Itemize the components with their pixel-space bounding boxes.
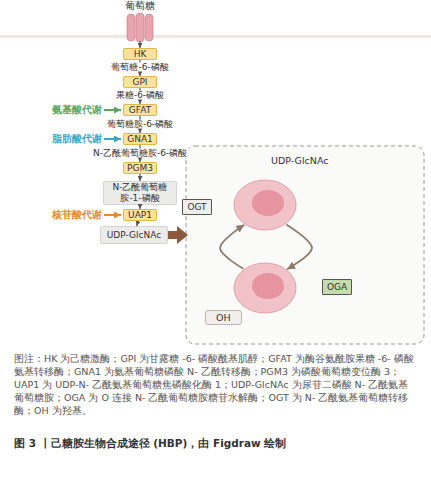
enzyme-box: GPI xyxy=(123,76,157,88)
transfer-arrow xyxy=(168,226,188,244)
transporter-subunit xyxy=(136,13,144,42)
cell-outline xyxy=(233,262,297,314)
enzyme-box: PGM3 xyxy=(123,162,157,174)
pathway-arrow xyxy=(137,221,139,226)
node-label: HK xyxy=(134,49,147,60)
metabolite-label: N-乙酰葡萄糖胺-6-磷酸 xyxy=(91,148,189,157)
node-label: UDP-GlcNAc xyxy=(105,230,163,241)
cell-body xyxy=(234,263,296,313)
node-heading: OH xyxy=(205,310,242,325)
cell-nucleus xyxy=(252,190,284,216)
input-arrow xyxy=(104,109,121,111)
input-arrow xyxy=(104,138,121,140)
node-label: GPI xyxy=(132,77,147,88)
node-label: OGA xyxy=(327,282,347,293)
enzyme-box: OGT xyxy=(182,199,212,215)
dashed-region xyxy=(186,146,424,344)
cycle-arrow xyxy=(220,225,244,269)
cell-body xyxy=(234,180,296,230)
metabolite-label: 葡萄糖胺-6-磷酸 xyxy=(105,119,175,128)
pathway-arrow xyxy=(139,174,140,181)
enzyme-box: GNA1 xyxy=(123,133,157,145)
pathway-input-label: 核苷酸代谢 xyxy=(44,209,102,221)
cell-outline xyxy=(233,179,297,231)
metabolite-label: 果糖-6-磷酸 xyxy=(114,91,166,100)
uptake-arrow xyxy=(139,41,140,48)
node-heading: UDP-GlcNAc xyxy=(271,155,328,166)
node-label: GFAT xyxy=(129,105,151,116)
metabolite-box: N-乙酰葡萄糖 胺-1-磷酸 xyxy=(103,181,177,205)
input-arrow xyxy=(104,214,121,216)
pathway-input-label: 脂肪酸代谢 xyxy=(44,133,102,145)
metabolite-box: UDP-GlcNAc xyxy=(100,226,168,244)
pathway-input-label: 氨基酸代谢 xyxy=(44,104,102,116)
cell-shape: UDP-GlcNAc xyxy=(233,179,297,231)
enzyme-box: OGA xyxy=(322,279,352,295)
cell-shape: OH xyxy=(233,262,297,314)
node-label: OGT xyxy=(187,202,206,213)
metabolite-label: 葡萄糖 xyxy=(112,0,168,12)
node-label: N-乙酰葡萄糖 胺-1-磷酸 xyxy=(104,182,176,204)
enzyme-box: GFAT xyxy=(123,104,157,116)
figure-caption: 图 3 丨己糖胺生物合成途径 (HBP)，由 Figdraw 绘制 xyxy=(14,436,418,450)
node-label: UAP1 xyxy=(128,210,152,221)
figure-note: 图注：HK 为己糖激酶；GPI 为甘露糖 -6- 磷酸酰基肌醇；GFAT 为酶谷… xyxy=(14,352,418,417)
node-label: PGM3 xyxy=(127,163,153,174)
cell-nucleus xyxy=(252,273,284,299)
enzyme-box: UAP1 xyxy=(123,209,157,221)
cell-membrane xyxy=(0,35,431,38)
transporter-subunit xyxy=(145,14,153,41)
transporter-subunit xyxy=(127,14,135,41)
metabolite-label: 葡萄糖-6-磷酸 xyxy=(109,63,170,72)
pathway-arrow xyxy=(139,205,140,209)
node-label: GNA1 xyxy=(127,134,153,145)
enzyme-box: HK xyxy=(123,48,157,60)
cycle-arrow xyxy=(286,224,312,269)
